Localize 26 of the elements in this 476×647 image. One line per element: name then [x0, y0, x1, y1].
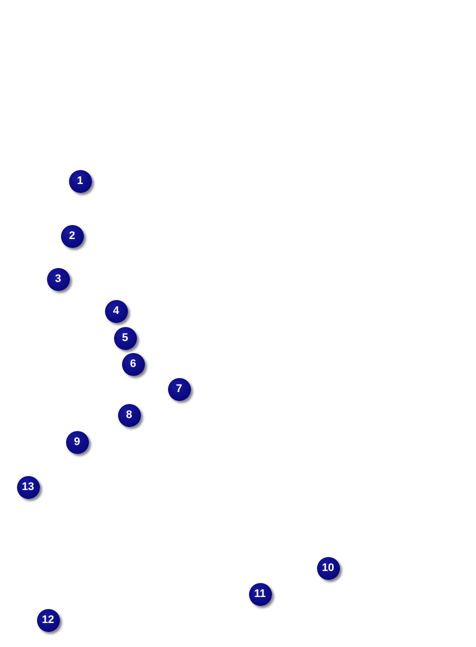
- callout-circle: [68, 170, 92, 192]
- callout-number: 13: [22, 482, 34, 492]
- callout-circle: [46, 268, 70, 290]
- callout-circle: [36, 608, 60, 632]
- callout-number: 2: [68, 230, 76, 242]
- callout-circle: [114, 326, 136, 350]
- callout-circle: [60, 224, 84, 248]
- callout-number: 8: [126, 410, 132, 420]
- callout-number: 7: [176, 384, 182, 394]
- callout-circle: [118, 404, 140, 426]
- callout-circle: [66, 430, 88, 454]
- callout-circle: [16, 476, 40, 498]
- callout-circle: [316, 556, 340, 580]
- callout-number: 9: [74, 436, 80, 448]
- callout-number: 5: [122, 332, 128, 344]
- callout-circle: [248, 582, 272, 606]
- callout-number: 4: [112, 306, 120, 316]
- callout-number: 6: [130, 358, 136, 370]
- callout-circle: [104, 300, 128, 322]
- callout-circle: [122, 352, 144, 376]
- callout-number: 1: [76, 176, 84, 186]
- callout-number: 11: [254, 588, 266, 600]
- callout-number: 12: [42, 614, 54, 626]
- callout-number: 3: [54, 274, 62, 284]
- callout-circle: [168, 378, 190, 400]
- callout-number: 10: [322, 562, 334, 574]
